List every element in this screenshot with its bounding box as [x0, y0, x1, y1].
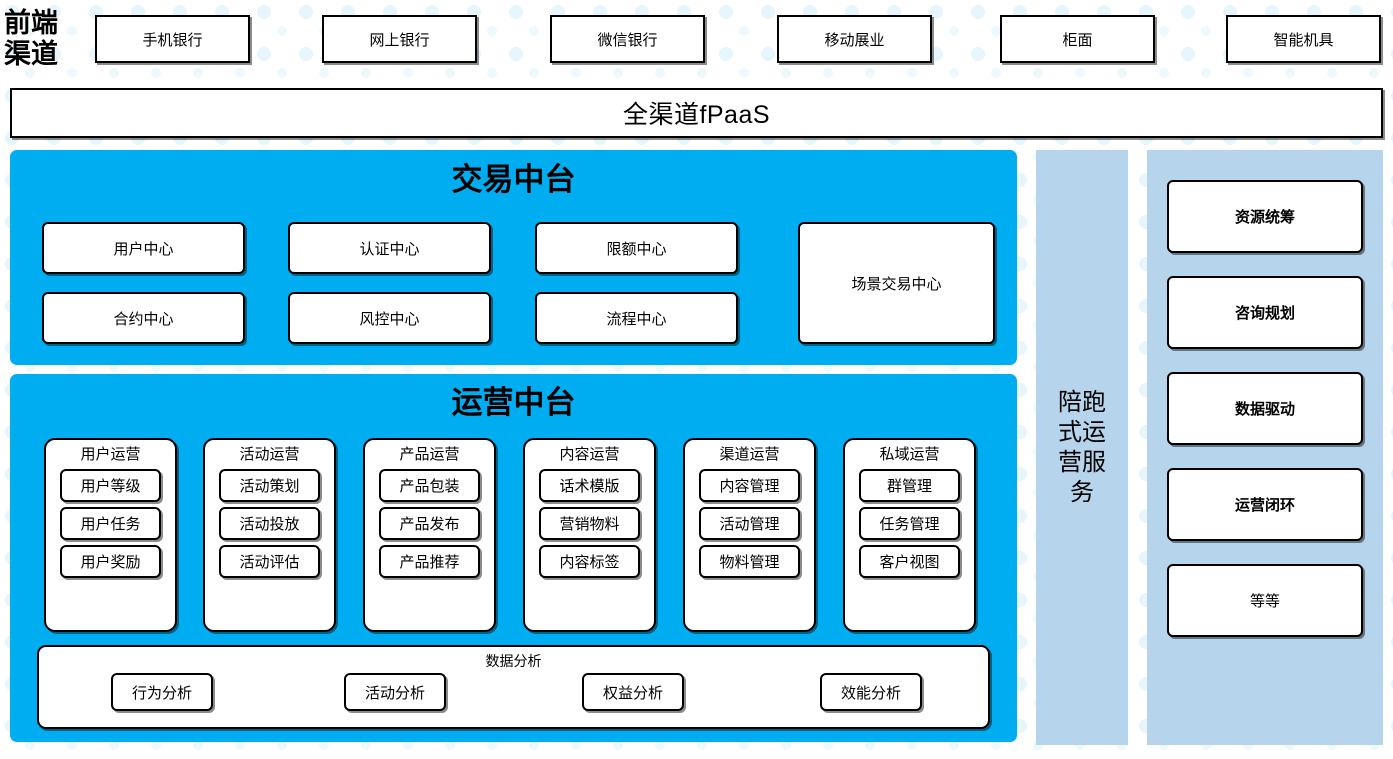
ops-item-product-packaging[interactable]: 产品包装 — [379, 469, 480, 502]
ops-item-product-recommendation[interactable]: 产品推荐 — [379, 545, 480, 578]
ops-item-user-level[interactable]: 用户等级 — [60, 469, 161, 502]
front-channel-row: 前端渠道 手机银行 网上银行 微信银行 移动展业 柜面 智能机具 — [0, 8, 1393, 69]
ops-column-title: 活动运营 — [239, 446, 300, 463]
data-item-efficiency-analysis[interactable]: 效能分析 — [820, 673, 922, 711]
ops-column-title: 内容运营 — [559, 446, 620, 463]
channel-box-counter[interactable]: 柜面 — [1000, 15, 1155, 63]
ops-item-product-release[interactable]: 产品发布 — [379, 507, 480, 540]
ops-item-task-management[interactable]: 任务管理 — [859, 507, 960, 540]
capability-box-consulting-planning[interactable]: 咨询规划 — [1167, 276, 1363, 349]
ops-item-content-tag[interactable]: 内容标签 — [539, 545, 640, 578]
channel-box-wechat-bank[interactable]: 微信银行 — [550, 15, 705, 63]
capability-panel: 资源统筹 咨询规划 数据驱动 运营闭环 等等 — [1147, 150, 1383, 745]
capability-box-etc[interactable]: 等等 — [1167, 564, 1363, 637]
trade-box-limit-center[interactable]: 限额中心 — [535, 222, 738, 274]
data-analysis-title: 数据分析 — [485, 653, 542, 669]
channel-box-online-bank[interactable]: 网上银行 — [322, 15, 477, 63]
ops-item-content-management[interactable]: 内容管理 — [699, 469, 800, 502]
trade-box-user-center[interactable]: 用户中心 — [42, 222, 245, 274]
ops-item-activity-delivery[interactable]: 活动投放 — [219, 507, 320, 540]
ops-column-private-domain-operations[interactable]: 私域运营 群管理 任务管理 客户视图 — [843, 438, 976, 632]
ops-column-title: 渠道运营 — [719, 446, 780, 463]
ops-item-customer-view[interactable]: 客户视图 — [859, 545, 960, 578]
capability-box-data-driven[interactable]: 数据驱动 — [1167, 372, 1363, 445]
trade-box-scene-trade-center[interactable]: 场景交易中心 — [798, 222, 995, 344]
channel-box-mobile-bank[interactable]: 手机银行 — [95, 15, 250, 63]
trade-box-auth-center[interactable]: 认证中心 — [288, 222, 491, 274]
channel-box-mobile-biz[interactable]: 移动展业 — [777, 15, 932, 63]
ops-column-activity-operations[interactable]: 活动运营 活动策划 活动投放 活动评估 — [203, 438, 336, 632]
data-item-rights-analysis[interactable]: 权益分析 — [582, 673, 684, 711]
ops-item-marketing-material[interactable]: 营销物料 — [539, 507, 640, 540]
data-analysis-strip: 数据分析 行为分析 活动分析 权益分析 效能分析 — [37, 645, 990, 729]
trade-box-risk-center[interactable]: 风控中心 — [288, 292, 491, 344]
ops-item-material-management[interactable]: 物料管理 — [699, 545, 800, 578]
ops-column-title: 用户运营 — [80, 446, 141, 463]
ops-item-activity-evaluation[interactable]: 活动评估 — [219, 545, 320, 578]
ops-item-script-template[interactable]: 话术模版 — [539, 469, 640, 502]
ops-column-channel-operations[interactable]: 渠道运营 内容管理 活动管理 物料管理 — [683, 438, 816, 632]
trade-box-contract-center[interactable]: 合约中心 — [42, 292, 245, 344]
trade-center-panel: 交易中台 用户中心 认证中心 限额中心 合约中心 风控中心 流程中心 场景交易中… — [10, 150, 1017, 365]
ops-item-activity-management[interactable]: 活动管理 — [699, 507, 800, 540]
ops-center-title: 运营中台 — [451, 385, 576, 420]
capability-box-resource-coordination[interactable]: 资源统筹 — [1167, 180, 1363, 253]
ops-item-user-reward[interactable]: 用户奖励 — [60, 545, 161, 578]
front-channel-label: 前端渠道 — [4, 8, 58, 69]
channel-box-smart-device[interactable]: 智能机具 — [1226, 15, 1381, 63]
ops-item-group-management[interactable]: 群管理 — [859, 469, 960, 502]
ops-column-title: 私域运营 — [879, 446, 940, 463]
trade-box-process-center[interactable]: 流程中心 — [535, 292, 738, 344]
data-analysis-items: 行为分析 活动分析 权益分析 效能分析 — [39, 671, 988, 723]
ops-column-product-operations[interactable]: 产品运营 产品包装 产品发布 产品推荐 — [363, 438, 496, 632]
service-column-label: 陪跑式运营服务 — [1058, 388, 1106, 506]
ops-column-title: 产品运营 — [399, 446, 460, 463]
capability-box-operation-closed-loop[interactable]: 运营闭环 — [1167, 468, 1363, 541]
accompanying-operation-service-column: 陪跑式运营服务 — [1036, 150, 1128, 745]
fpaas-bar[interactable]: 全渠道fPaaS — [10, 88, 1383, 138]
trade-center-title: 交易中台 — [451, 162, 576, 197]
data-item-activity-analysis[interactable]: 活动分析 — [344, 673, 446, 711]
ops-column-content-operations[interactable]: 内容运营 话术模版 营销物料 内容标签 — [523, 438, 656, 632]
ops-item-user-task[interactable]: 用户任务 — [60, 507, 161, 540]
ops-column-user-operations[interactable]: 用户运营 用户等级 用户任务 用户奖励 — [44, 438, 177, 632]
data-item-behavior-analysis[interactable]: 行为分析 — [111, 673, 213, 711]
ops-item-activity-planning[interactable]: 活动策划 — [219, 469, 320, 502]
